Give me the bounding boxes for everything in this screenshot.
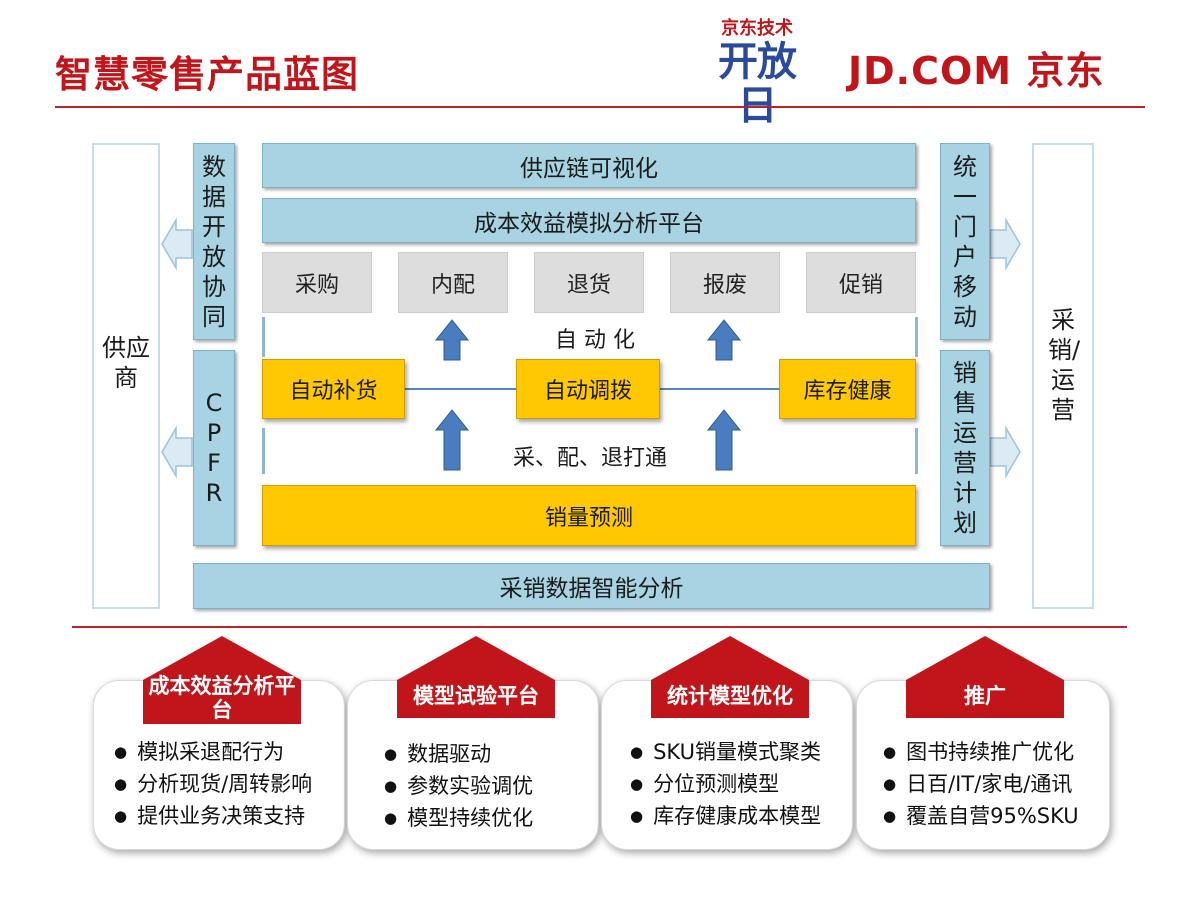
right-arrow-bottom-icon bbox=[989, 425, 1021, 479]
card-title-stat-model: 统计模型优化 bbox=[667, 684, 793, 708]
page-title: 智慧零售产品蓝图 bbox=[55, 53, 359, 96]
open-day-logo: 京东技术 开放日 bbox=[702, 18, 812, 128]
smart-analytics-bar: 采销数据智能分析 bbox=[193, 563, 990, 609]
card-cost-benefit: 模拟采退配行为 分析现货/周转影响 提供业务决策支持 bbox=[93, 680, 345, 850]
inventory-health-box: 库存健康 bbox=[779, 359, 916, 419]
jd-logo: JD.COM 京东 bbox=[848, 49, 1105, 93]
card-item: SKU销量模式聚类 bbox=[630, 737, 821, 769]
auto-replenish-box: 自动补货 bbox=[262, 359, 405, 419]
card-item: 覆盖自营95%SKU bbox=[883, 801, 1079, 833]
function-internal-dist: 内配 bbox=[398, 252, 508, 313]
right-arrow-top-icon bbox=[989, 217, 1021, 271]
left-arrow-top-icon bbox=[161, 217, 193, 271]
card-title-promotion: 推广 bbox=[964, 684, 1006, 708]
cost-benefit-platform-bar: 成本效益模拟分析平台 bbox=[262, 198, 916, 243]
automation-bracket bbox=[262, 317, 918, 357]
unified-portal-box: 统一门户移动 bbox=[940, 143, 990, 340]
card-item: 日百/IT/家电/通讯 bbox=[883, 769, 1079, 801]
connector-line-2 bbox=[660, 388, 782, 390]
buyer-operations-panel: 采销/运营 bbox=[1032, 143, 1094, 609]
auto-transfer-box: 自动调拨 bbox=[516, 359, 660, 419]
connector-line-1 bbox=[405, 388, 517, 390]
sales-ops-plan-box: 销售运营计划 bbox=[940, 350, 990, 546]
card-item: 图书持续推广优化 bbox=[883, 737, 1079, 769]
header-divider bbox=[55, 106, 1145, 108]
section-divider bbox=[72, 626, 1127, 628]
function-return: 退货 bbox=[534, 252, 644, 313]
automation-label: 自 动 化 bbox=[555, 328, 635, 353]
card-item: 分析现货/周转影响 bbox=[114, 769, 312, 801]
function-scrap: 报废 bbox=[670, 252, 780, 313]
card-item: 模拟采退配行为 bbox=[114, 737, 312, 769]
card-item: 提供业务决策支持 bbox=[114, 801, 312, 833]
sales-forecast-bar: 销量预测 bbox=[262, 485, 916, 546]
card-item: 分位预测模型 bbox=[630, 769, 821, 801]
supplier-panel: 供应商 bbox=[92, 143, 160, 609]
card-item: 库存健康成本模型 bbox=[630, 801, 821, 833]
cpfr-box: CPFR bbox=[193, 350, 235, 546]
function-purchase: 采购 bbox=[262, 252, 372, 313]
logo-open-main: 开放日 bbox=[718, 39, 797, 129]
card-item: 参数实验调优 bbox=[384, 771, 533, 803]
integration-bracket bbox=[262, 428, 918, 474]
card-item: 模型持续优化 bbox=[384, 803, 533, 835]
card-title-cost-benefit: 成本效益分析平台 bbox=[148, 674, 296, 722]
integration-label: 采、配、退打通 bbox=[512, 446, 667, 471]
logo-open-top: 京东技术 bbox=[721, 18, 793, 39]
function-promotion: 促销 bbox=[806, 252, 916, 313]
left-arrow-bottom-icon bbox=[161, 425, 193, 479]
card-item: 数据驱动 bbox=[384, 739, 533, 771]
card-title-model-lab: 模型试验平台 bbox=[413, 684, 539, 708]
data-open-collab-box: 数据开放协同 bbox=[193, 143, 235, 340]
supply-chain-visibility-bar: 供应链可视化 bbox=[262, 143, 916, 188]
